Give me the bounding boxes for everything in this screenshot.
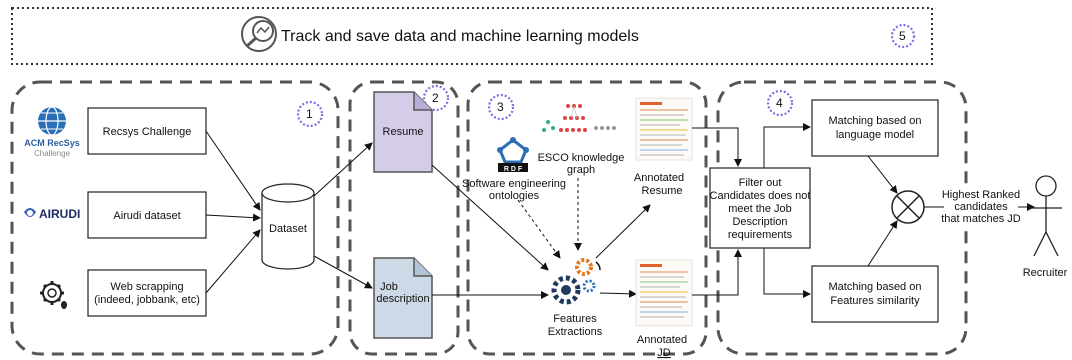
language-model-label-2: language model (836, 129, 914, 141)
ontologies-label-1: Software engineering (462, 178, 566, 190)
annotated-resume-document (635, 97, 693, 161)
acm-recsys-globe-icon (38, 106, 66, 136)
cross-circle-icon (891, 190, 925, 224)
acm-logo-line-2: Challenge (34, 149, 71, 158)
filter-label-3: meet the Job (728, 203, 792, 215)
gears-icon (551, 258, 601, 305)
ontologies-to-features-arrow (517, 199, 561, 259)
features-similarity-label-2: Features similarity (830, 295, 920, 307)
esco-label-1: ESCO knowledge (538, 152, 625, 164)
filter-label-4: Description (732, 216, 787, 228)
job-description-document (373, 257, 433, 339)
output-label-2: candidates (954, 201, 1008, 213)
airudi-dataset-box (87, 191, 207, 239)
annotated-resume-label-1: Annotated (634, 172, 684, 184)
airudi-dataset-label: Airudi dataset (113, 210, 180, 222)
job-label-2: description (376, 293, 429, 305)
filter-label-5: requirements (728, 229, 793, 241)
filter-to-language-arrow (763, 123, 811, 168)
filter-label-2: Candidates does not (710, 190, 811, 202)
airudi-logo-text: AIRUDI (39, 207, 80, 221)
language-to-combiner-arrow (867, 155, 898, 194)
features-similarity-label-1: Matching based on (829, 281, 922, 293)
annotated-resume-to-filter-arrow (692, 127, 742, 167)
section-2 (348, 80, 460, 356)
step-3-number: 3 (497, 100, 504, 114)
airudi-logo-icon (24, 208, 36, 217)
section-1 (10, 80, 340, 356)
gear-bug-icon (40, 281, 67, 309)
filter-box (709, 167, 811, 249)
esco-label-2: graph (567, 164, 595, 176)
filter-label-1: Filter out (739, 177, 782, 189)
features-to-annotated-jd-arrow (599, 289, 637, 298)
knowledge-graph-icon (542, 104, 616, 132)
web-to-dataset-arrow (205, 229, 261, 294)
filter-to-features-arrow (763, 248, 811, 298)
features-to-combiner-arrow (867, 220, 898, 267)
annotated-jd-document (635, 259, 693, 327)
resume-to-features-arrow (431, 164, 549, 271)
step-2-number: 2 (432, 91, 439, 105)
annotated-jd-to-filter-arrow (692, 249, 742, 296)
output-label-1: Highest Ranked (942, 189, 1020, 201)
acm-logo-line-1: ACM RecSys (24, 138, 80, 148)
stick-figure-icon (1030, 175, 1062, 257)
header-title: Track and save data and machine learning… (281, 28, 639, 45)
dataset-label: Dataset (269, 223, 307, 235)
recsys-to-dataset-arrow (205, 130, 261, 211)
features-extraction-label-1: Features (553, 313, 597, 325)
features-similarity-box (811, 265, 939, 323)
annotated-jd-label-2: JD (657, 347, 671, 359)
language-model-label-1: Matching based on (829, 115, 922, 127)
job-label-1: Job (380, 281, 398, 293)
ontologies-label-2: ontologies (489, 190, 540, 202)
header-box (11, 7, 933, 65)
annotated-jd-label-1: Annotated (637, 334, 687, 346)
recsys-challenge-label: Recsys Challenge (103, 126, 192, 138)
step-1-number: 1 (306, 107, 313, 121)
resume-label: Resume (383, 126, 424, 138)
airudi-to-dataset-arrow (205, 213, 261, 222)
resume-document (373, 91, 433, 173)
step-5-number: 5 (899, 29, 906, 43)
features-to-annotated-resume-arrow (595, 204, 651, 259)
recsys-challenge-box (87, 107, 207, 155)
step-4-number: 4 (776, 96, 783, 110)
rdf-icon (497, 137, 529, 172)
dataset-to-job-arrow (313, 255, 373, 289)
web-scrapping-label-1: Web scrapping (110, 281, 183, 293)
section-3 (466, 80, 708, 356)
web-scrapping-box (87, 269, 207, 317)
web-scrapping-label-2: (indeed, jobbank, etc) (94, 294, 200, 306)
dataset-cylinder (261, 183, 315, 270)
features-extraction-label-2: Extractions (548, 326, 603, 338)
output-label-3: that matches JD (941, 213, 1021, 225)
magnifier-graph-icon (241, 16, 277, 52)
rdf-label: R D F (504, 166, 523, 173)
recruiter-label: Recruiter (1023, 267, 1068, 279)
annotated-resume-label-2: Resume (642, 185, 683, 197)
dataset-to-resume-arrow (313, 142, 373, 197)
language-model-box (811, 99, 939, 157)
